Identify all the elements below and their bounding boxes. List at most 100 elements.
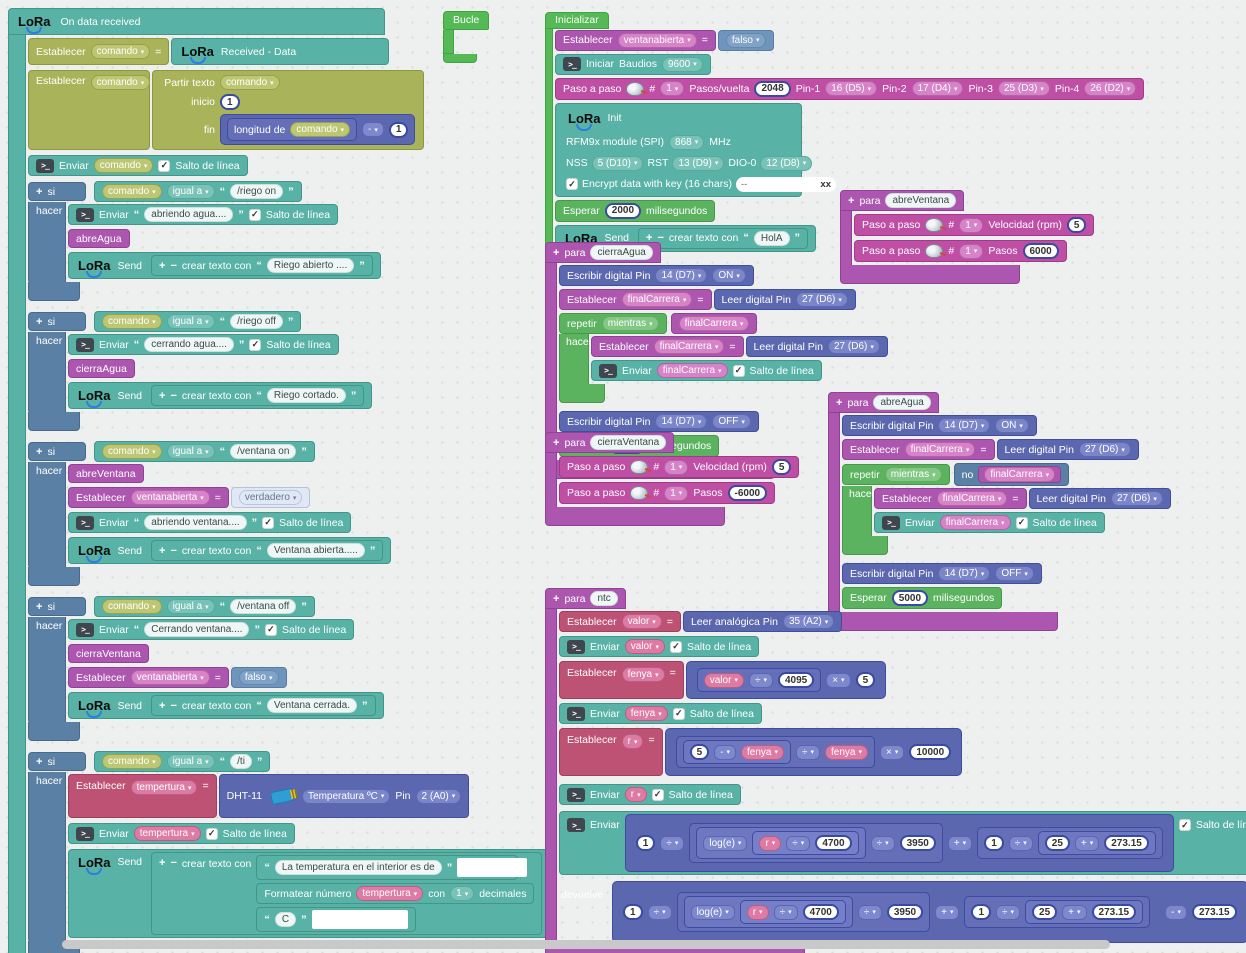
nss-pin-dropdown[interactable]: 5 (D10) — [591, 155, 644, 171]
serial-enviar-block[interactable]: Enviar r Salto de línea — [559, 784, 741, 805]
encrypt-checkbox[interactable] — [566, 178, 578, 190]
comando-dropdown[interactable]: comando — [90, 44, 151, 59]
division-block[interactable]: log(e) r ÷ 4700 ÷ 3950 — [676, 892, 931, 932]
function-header[interactable]: + para ntc — [545, 588, 626, 609]
analog-read-block[interactable]: Leer analógica Pin 35 (A2) — [682, 611, 843, 632]
division-block[interactable]: 1 ÷ 25 + 273.15 — [977, 827, 1163, 859]
empty-input-socket[interactable] — [311, 910, 409, 929]
length-expression-block[interactable]: longitud de comando - 1 — [220, 114, 416, 145]
add-item-icon[interactable]: + — [159, 259, 166, 272]
number-input[interactable]: 273.15 — [1104, 835, 1149, 851]
finalcarrera-dropdown[interactable]: finalCarrera — [621, 292, 693, 307]
fenya-dropdown[interactable]: fenya — [621, 667, 665, 682]
remove-item-icon[interactable]: − — [170, 544, 177, 557]
digital-read-block[interactable]: Leer digital Pin 27 (D6) — [745, 336, 888, 357]
function-cierraventana-block[interactable]: + para cierraVentana Paso a paso # 1 Vel… — [545, 432, 800, 531]
tempertura-dropdown[interactable]: tempertura — [133, 826, 201, 841]
serial-enviar-block[interactable]: Enviar tempertura Salto de línea — [68, 823, 295, 844]
if-header[interactable]: + si — [28, 182, 86, 201]
repeat-while-block[interactable]: repetir mientras finalCarrera hacer Esta… — [559, 313, 888, 408]
finalcarrera-dropdown[interactable]: finalCarrera — [984, 467, 1056, 482]
lora-send-block[interactable]: LoRa Send + − crear texto con “ Riego ab… — [68, 252, 381, 279]
number-input[interactable]: 4700 — [815, 835, 852, 851]
mutator-plus-icon[interactable]: + — [553, 246, 560, 259]
stepper-steps-block[interactable]: Paso a paso # 1 Pasos 6000 — [854, 240, 1067, 262]
finalcarrera-dropdown[interactable]: finalCarrera — [936, 491, 1008, 506]
function-abreagua-block[interactable]: + para abreAgua Escribir digital Pin 14 … — [828, 392, 1171, 636]
frequency-dropdown[interactable]: 868 — [669, 134, 705, 150]
falso-block[interactable]: falso — [230, 667, 287, 688]
mutator-plus-icon[interactable]: + — [36, 600, 43, 613]
steps-per-rev-input[interactable]: 2048 — [754, 80, 791, 97]
set-comando-block[interactable]: Establecer comando = — [28, 70, 161, 150]
level-dropdown[interactable]: ON — [712, 268, 746, 283]
finalcarrera-dropdown[interactable]: finalCarrera — [653, 339, 725, 354]
decimals-dropdown[interactable]: 1 — [450, 886, 475, 901]
number-input[interactable]: 273.15 — [1091, 904, 1137, 920]
finalcarrera-dropdown[interactable]: finalCarrera — [678, 316, 750, 331]
set-fenya-block[interactable]: Establecer fenya = — [559, 661, 684, 699]
if-ventana-off-block[interactable]: + si comando igual a “ /ventana off ” ha… — [28, 596, 384, 746]
string-field[interactable]: /riego on — [230, 184, 284, 199]
minus-operator-dropdown[interactable]: - — [362, 122, 384, 137]
format-number-block[interactable]: Formatear número tempertura con 1 decima… — [256, 883, 535, 904]
digital-write-block[interactable]: Escribir digital Pin 14 (D7) ON — [559, 265, 754, 286]
motor-number-dropdown[interactable]: 1 — [959, 243, 984, 259]
string-field[interactable]: Ventana abierta..... — [266, 543, 365, 558]
division-block[interactable]: log(e) r ÷ 4700 ÷ 3950 — [689, 823, 943, 863]
mutator-plus-icon[interactable]: + — [36, 445, 43, 458]
number-input[interactable]: 5 — [689, 744, 710, 760]
empty-input-socket[interactable] — [457, 858, 528, 877]
newline-checkbox[interactable] — [248, 208, 261, 221]
fenya-dropdown[interactable]: fenya — [825, 744, 869, 760]
divide-operator-dropdown[interactable]: ÷ — [660, 835, 685, 851]
partir-texto-block[interactable]: Partir texto comando inicio 1 fin longit… — [152, 70, 425, 150]
motor-number-dropdown[interactable]: 1 — [664, 459, 689, 475]
pin4-dropdown[interactable]: 26 (D2) — [1084, 81, 1137, 96]
add-item-icon[interactable]: + — [159, 857, 166, 869]
mutator-plus-icon[interactable]: + — [36, 315, 43, 328]
serial-enviar-block[interactable]: Enviar valor Salto de línea — [559, 636, 760, 657]
digital-read-block[interactable]: Leer digital Pin 27 (D6) — [713, 289, 856, 310]
set-ventanabierta-block[interactable]: Establecer ventanabierta = — [555, 29, 716, 51]
string-field[interactable]: cerrando agua.... — [144, 337, 234, 352]
encryption-key-field[interactable]: -- xx — [735, 176, 836, 192]
mientras-dropdown[interactable]: mientras — [601, 316, 659, 331]
serial-enviar-block[interactable]: Enviar “ Cerrando ventana.... ” Salto de… — [68, 619, 355, 640]
steinhart-expression-block[interactable]: 1 ÷ log(e) r ÷ 4700 ÷ 3950 + 1 — [624, 814, 1174, 872]
lora-received-data-block[interactable]: LoRa Received - Data — [171, 38, 390, 65]
text-item[interactable]: “ La temperatura en el interior es de ” — [256, 855, 528, 880]
esperar-block[interactable]: Esperar 2000 milisegundos — [555, 199, 716, 222]
if-header[interactable]: + si — [28, 442, 86, 461]
plus-operator-dropdown[interactable]: + — [1062, 904, 1087, 920]
motor-number-dropdown[interactable]: 1 — [664, 485, 689, 501]
divide-operator-dropdown[interactable]: ÷ — [748, 672, 773, 688]
compare-block[interactable]: comando igual a “ /ventana on ” — [94, 441, 315, 462]
division-block[interactable]: valor ÷ 4095 — [696, 668, 822, 692]
pin-dropdown[interactable]: 14 (D7) — [938, 566, 991, 581]
log-function-dropdown[interactable]: log(e) — [703, 835, 748, 851]
division-block[interactable]: r ÷ 4700 — [752, 831, 859, 855]
digital-write-block[interactable]: Escribir digital Pin 14 (D7) ON — [842, 415, 1037, 436]
divide-operator-dropdown[interactable]: ÷ — [1008, 835, 1033, 851]
divide-operator-dropdown[interactable]: ÷ — [796, 744, 821, 760]
addition-block[interactable]: 25 + 273.15 — [1037, 831, 1156, 855]
pin-dropdown[interactable]: 14 (D7) — [655, 268, 708, 283]
return-expression-block[interactable]: 1 ÷ log(e) r ÷ 4700 ÷ 3950 + 1 — [612, 881, 1246, 943]
serial-init-block[interactable]: Iniciar Baudios 9600 — [555, 53, 711, 75]
tempertura-dropdown[interactable]: tempertura — [356, 886, 424, 901]
valor-dropdown[interactable]: valor — [621, 614, 662, 629]
pin-dropdown[interactable]: 27 (D6) — [1110, 491, 1163, 506]
newline-checkbox[interactable] — [1178, 819, 1191, 831]
add-item-icon[interactable]: + — [159, 699, 166, 712]
newline-checkbox[interactable] — [205, 827, 218, 840]
horizontal-scrollbar[interactable] — [62, 940, 1110, 949]
digital-read-block[interactable]: Leer digital Pin 27 (D6) — [996, 439, 1139, 460]
comando-dropdown[interactable]: comando — [93, 158, 154, 173]
verdadero-dropdown[interactable]: verdadero — [238, 490, 303, 505]
function-header[interactable]: + para abreVentana — [840, 190, 965, 211]
function-header[interactable]: + para cierraVentana — [545, 432, 675, 453]
mientras-dropdown[interactable]: mientras — [884, 467, 942, 482]
set-tempertura-block[interactable]: Establecer tempertura = — [68, 774, 217, 818]
serial-enviar-block[interactable]: Enviar “ cerrando agua.... ” Salto de lí… — [68, 334, 339, 355]
